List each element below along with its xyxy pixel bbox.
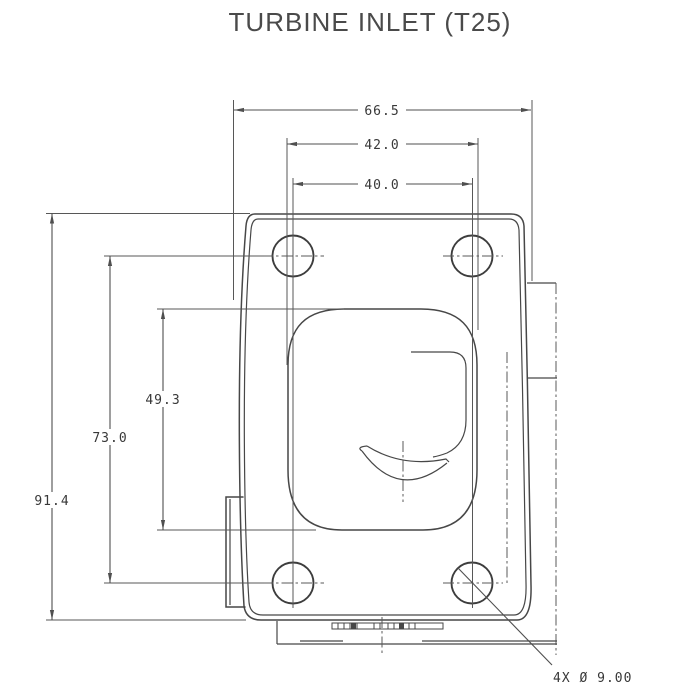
flange-body <box>238 213 532 621</box>
right-boss <box>506 282 557 655</box>
bolt-holes <box>262 234 503 605</box>
leader-line <box>457 567 553 666</box>
flange-inner-outline <box>243 218 527 616</box>
port-divider-hook <box>411 351 467 458</box>
dim-port-width: 42.0 <box>286 136 479 365</box>
bolt-hole-callout: 4X Ø 9.00 <box>457 567 632 686</box>
dim-label-port-width: 42.0 <box>364 138 399 153</box>
dim-port-height: 49.3 <box>141 308 344 531</box>
tongue-crescent <box>359 445 450 481</box>
flange-outer-outline <box>238 213 532 621</box>
dim-label-overall-height: 91.4 <box>34 494 69 509</box>
left-tab <box>225 496 246 608</box>
dim-bolt-spacing-horizontal: 40.0 <box>292 176 473 608</box>
dim-label-bolt-spacing-vertical: 73.0 <box>92 431 127 446</box>
port-outline <box>287 308 478 531</box>
dim-label-port-height: 49.3 <box>145 393 180 408</box>
dim-overall-height: 91.4 <box>29 213 250 621</box>
dim-label-bolt-spacing-horizontal: 40.0 <box>364 178 399 193</box>
dim-overall-width: 66.5 <box>233 100 533 300</box>
dim-bolt-spacing-vertical: 73.0 <box>88 255 264 584</box>
dimensions: 66.5 42.0 40.0 91.4 <box>29 100 632 686</box>
bolt-hole-callout-label: 4X Ø 9.00 <box>553 671 632 686</box>
drawing-title: TURBINE INLET (T25) <box>229 7 512 37</box>
dim-label-overall-width: 66.5 <box>364 104 399 119</box>
port-opening <box>287 308 478 531</box>
cast-serrations <box>331 622 444 630</box>
bottom-base <box>276 617 557 656</box>
